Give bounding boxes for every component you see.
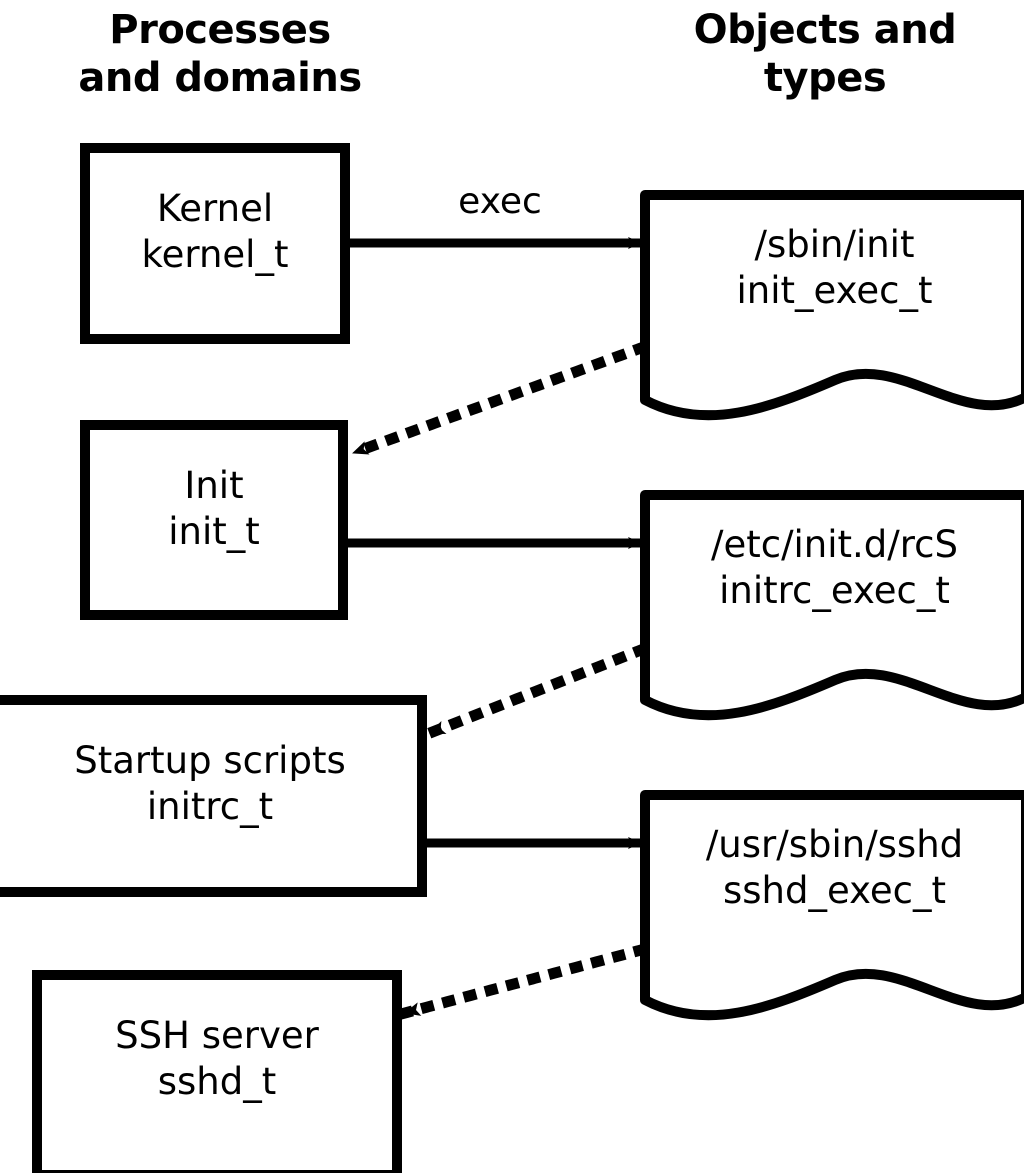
column-header-objects-and-types: Objects and types: [693, 7, 957, 101]
node-ssh-server[interactable]: [32, 970, 402, 1173]
node-startup-scripts[interactable]: [0, 695, 427, 897]
edge-sbin-init-to-init-transition: [345, 340, 649, 461]
node-init[interactable]: [80, 420, 348, 620]
node-kernel[interactable]: [80, 143, 350, 344]
node-usr-sbin-sshd-document[interactable]: [640, 790, 1024, 1021]
edge-label-exec: exec: [458, 181, 542, 222]
column-header-processes-and-domains: Processes and domains: [78, 7, 362, 101]
edge-usr-sbin-sshd-to-ssh-server-transition: [398, 943, 648, 1020]
edge-etc-initd-rcs-to-startup-scripts-transition: [422, 642, 649, 741]
node-etc-initd-rcs-document[interactable]: [640, 490, 1024, 721]
node-sbin-init-document[interactable]: [640, 190, 1024, 421]
